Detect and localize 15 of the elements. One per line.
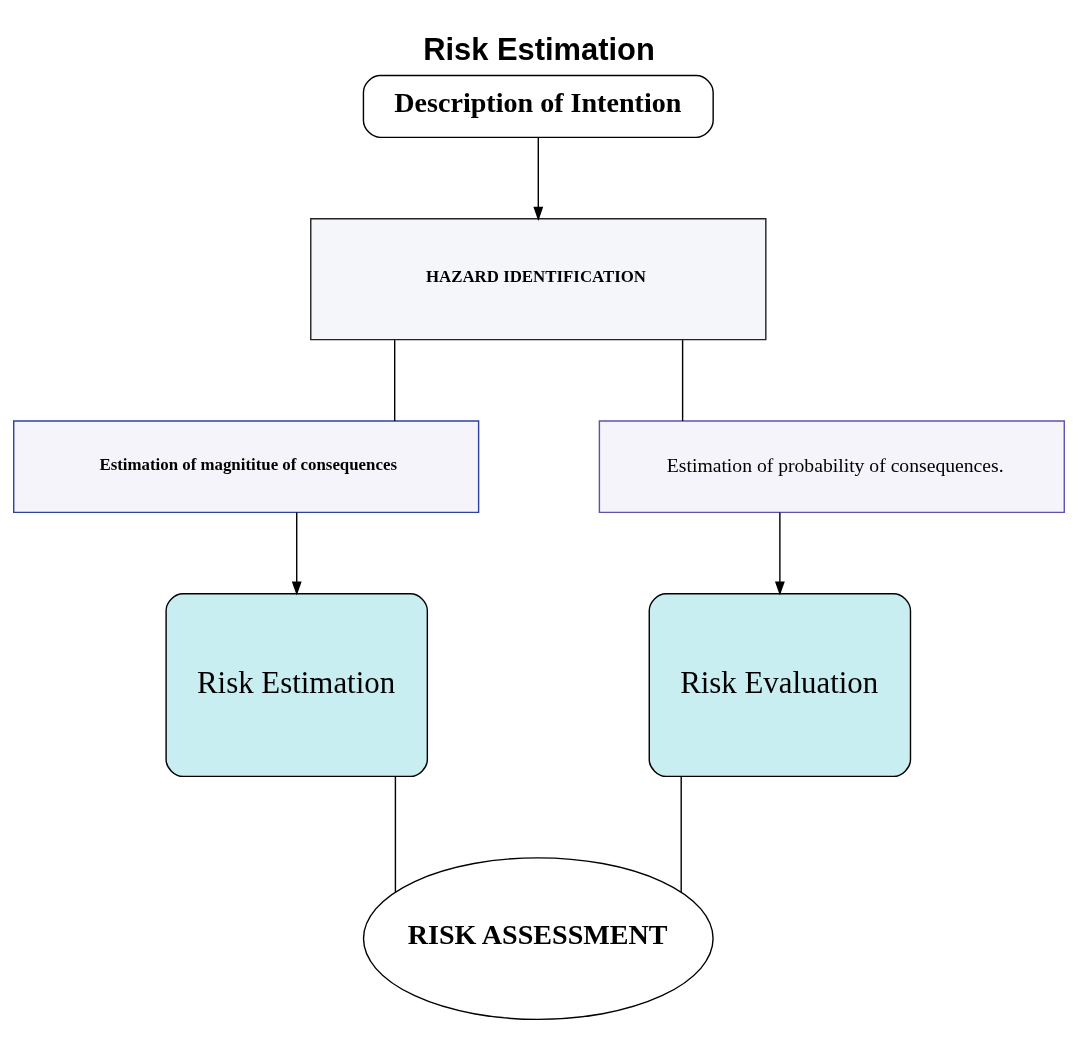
node-box: Risk Estimation: [165, 592, 429, 777]
connector: [680, 775, 682, 893]
node-box: Description of Intention: [362, 74, 714, 138]
node-box: HAZARD IDENTIFICATION: [310, 217, 767, 340]
arrow: [774, 511, 785, 596]
connector: [394, 775, 397, 893]
node-box: Estimation of magnititue of consequences: [13, 419, 480, 513]
node-box: Risk Evaluation: [648, 592, 912, 777]
node-box: Estimation of probability of consequences.: [598, 419, 1065, 513]
arrow: [533, 136, 544, 221]
diagram-title: Risk Estimation: [423, 31, 655, 67]
connector: [681, 338, 684, 422]
arrow: [291, 511, 302, 596]
connector: [394, 338, 396, 422]
node-ellipse: RISK ASSESSMENT: [362, 856, 714, 1020]
